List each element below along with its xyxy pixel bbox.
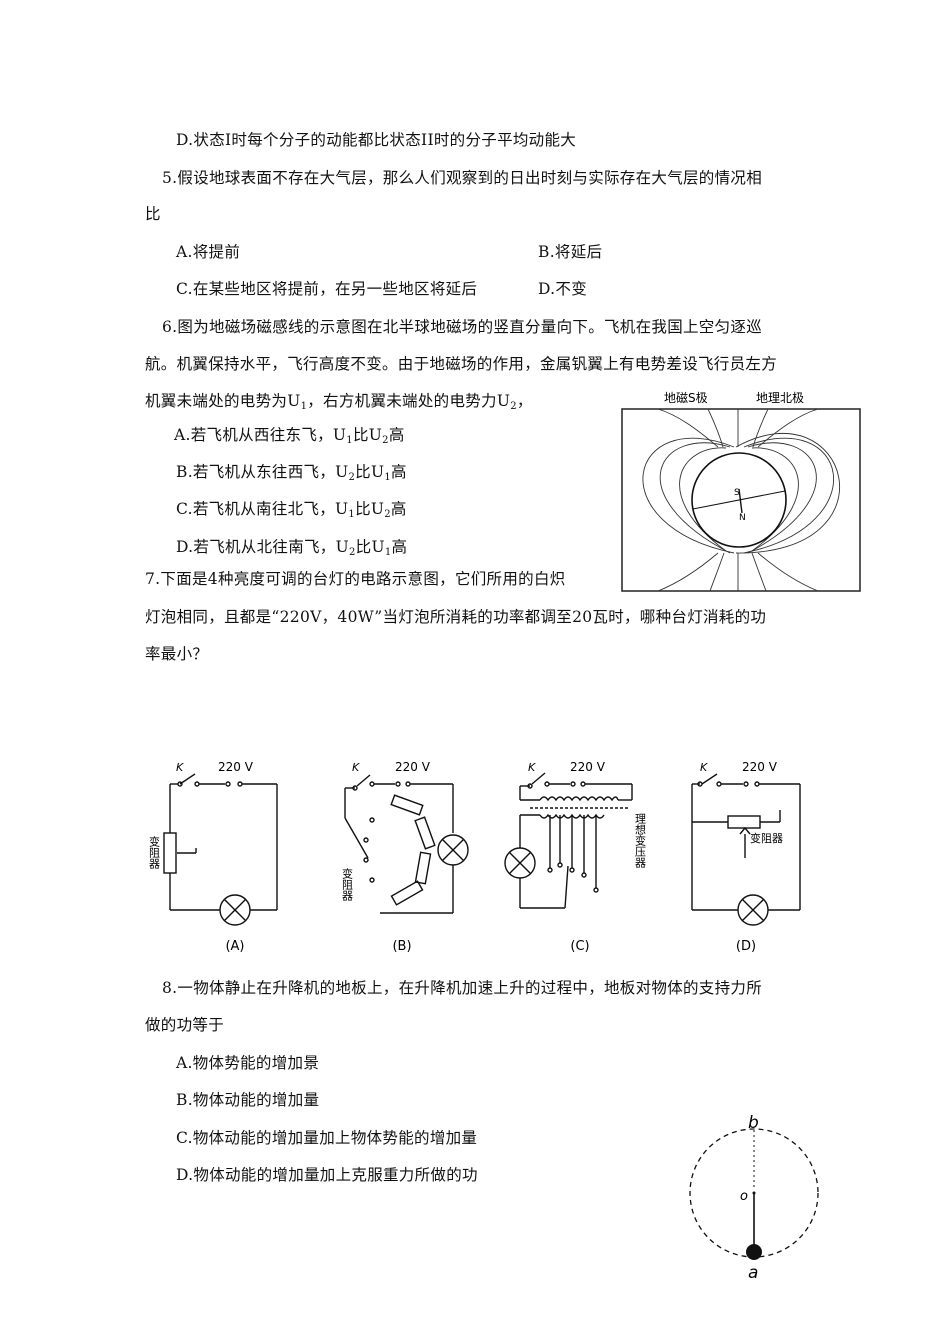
point-a-label: a bbox=[748, 1263, 758, 1283]
circuit-b-switch-label: K bbox=[352, 761, 360, 774]
q8-option-d: D.物体动能的增加量加上克服重力所做的功 bbox=[176, 1166, 478, 1184]
circuit-a-rheostat-label: 变阻器 bbox=[148, 835, 161, 870]
q5-option-d: D.不变 bbox=[538, 280, 588, 298]
circuit-b-voltage: 220 V bbox=[395, 760, 431, 774]
caption-b: (B) bbox=[392, 939, 411, 954]
circuit-b bbox=[344, 774, 469, 914]
geomagnetic-field-figure: 地磁S极 地理北极 S N bbox=[621, 390, 861, 592]
circuit-b-rheostat-label: 变阻器 bbox=[341, 867, 354, 902]
caption-d: (D) bbox=[736, 939, 756, 954]
circuit-c-switch-label: K bbox=[528, 761, 536, 774]
q5-stem-line2: 比 bbox=[145, 205, 161, 223]
circuit-d-voltage: 220 V bbox=[742, 760, 778, 774]
circuit-d-rheostat-label: 变阻器 bbox=[750, 831, 783, 845]
circuit-d-switch-label: K bbox=[700, 761, 708, 774]
q8-option-a: A.物体势能的增加景 bbox=[176, 1054, 320, 1072]
circuit-c bbox=[504, 772, 633, 909]
q6-stem-line3: 机翼未端处的电势为U1，右方机翼未端处的电势力U2， bbox=[145, 392, 533, 412]
circuit-c-transformer-label: 理想变压器 bbox=[634, 813, 647, 869]
circuit-a-voltage: 220 V bbox=[218, 760, 254, 774]
q6-option-a: A.若飞机从西往东飞，U1比U2高 bbox=[174, 426, 405, 446]
compass-needle bbox=[738, 488, 743, 514]
fig-n-label: N bbox=[739, 513, 746, 523]
center-o-label: o bbox=[740, 1189, 748, 1204]
ball bbox=[746, 1244, 762, 1260]
fig-s-label: S bbox=[734, 488, 740, 498]
q8-stem-line1: 8.一物体静止在升降机的地板上，在升降机加速上升的过程中，地板对物体的支持力所 bbox=[162, 979, 762, 997]
field-lines bbox=[642, 408, 841, 592]
circular-motion-figure: b o a bbox=[689, 1113, 819, 1283]
caption-a: (A) bbox=[225, 939, 244, 954]
circuit-diagrams: K 220 V 变阻器 (A) K 220 V 变阻器 (B) K 220 V … bbox=[148, 760, 801, 954]
q8-option-b: B.物体动能的增加量 bbox=[176, 1091, 320, 1109]
q6-option-d: D.若飞机从北往南飞，U2比U1高 bbox=[176, 538, 408, 558]
magnetic-axis bbox=[692, 490, 786, 510]
q4-option-d: D.状态I时每个分子的动能都比状态II时的分子平均动能大 bbox=[176, 131, 577, 149]
fig-label-geographic-north: 地理北极 bbox=[756, 391, 804, 405]
q8-option-c: C.物体动能的增加量加上物体势能的增加量 bbox=[176, 1129, 478, 1147]
q5-stem-line1: 5.假设地球表面不存在大气层，那么人们观察到的日出时刻与实际存在大气层的情况相 bbox=[162, 169, 762, 187]
q6-stem-line1: 6.图为地磁场磁感线的示意图在北半球地磁场的竖直分量向下。飞机在我国上空匀逐巡 bbox=[162, 318, 762, 336]
circuit-a-switch-label: K bbox=[176, 761, 184, 774]
q7-stem-line1: 7.下面是4种亮度可调的台灯的电路示意图，它们所用的白炽 bbox=[145, 570, 566, 588]
q7-stem-line3: 率最小？ bbox=[145, 645, 209, 663]
q5-option-a: A.将提前 bbox=[176, 243, 241, 261]
q5-option-b: B.将延后 bbox=[538, 243, 603, 261]
q6-stem-line2: 航。机翼保持水平，飞行高度不变。由于地磁场的作用，金属钒翼上有电势差设飞行员左方 bbox=[145, 355, 778, 373]
fig-label-magnetic-s: 地磁S极 bbox=[664, 390, 708, 405]
point-b-label: b bbox=[748, 1113, 759, 1133]
caption-c: (C) bbox=[570, 939, 589, 954]
q5-option-c: C.在某些地区将提前，在另一些地区将延后 bbox=[176, 280, 478, 298]
q7-stem-line2: 灯泡相同，且都是“220V，40W”当灯泡所消耗的功率都调至20瓦时，哪种台灯消… bbox=[145, 608, 767, 626]
circuit-a bbox=[163, 773, 278, 926]
circuit-d bbox=[691, 773, 801, 926]
circuit-c-voltage: 220 V bbox=[570, 760, 606, 774]
q6-option-b: B.若飞机从东往西飞，U2比U1高 bbox=[176, 463, 407, 483]
q8-stem-line2: 做的功等于 bbox=[145, 1016, 225, 1034]
q6-option-c: C.若飞机从南往北飞，U1比U2高 bbox=[176, 500, 407, 520]
